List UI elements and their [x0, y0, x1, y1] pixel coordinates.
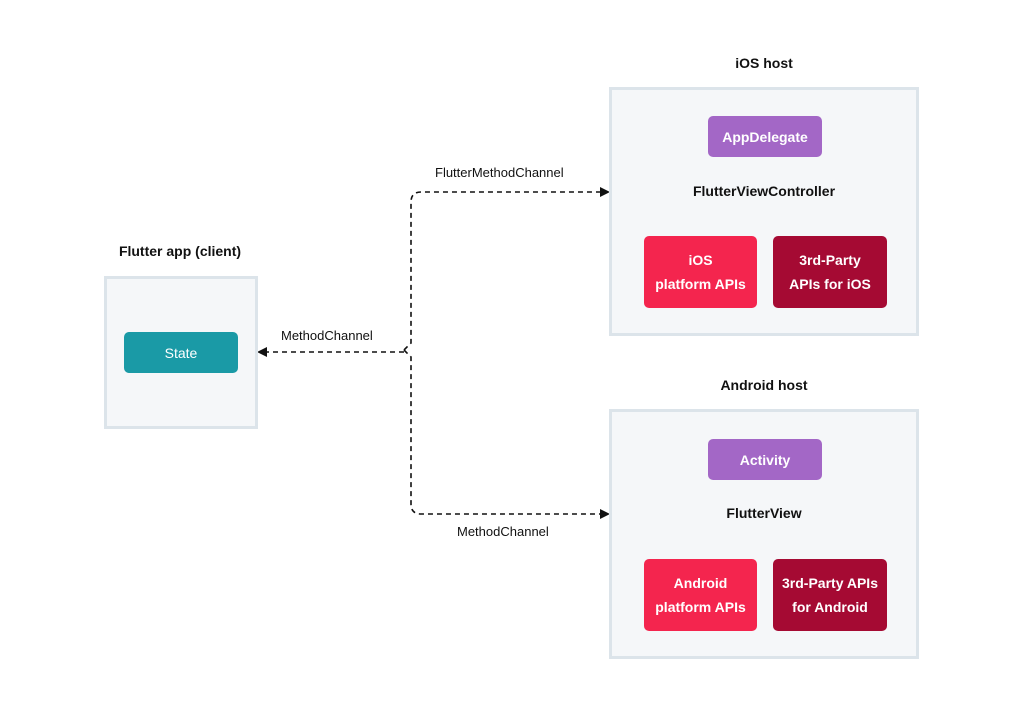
- connector-to-ios: [403, 187, 610, 351]
- ios-third-party-apis-box: 3rd-Party APIs for iOS: [773, 236, 887, 308]
- ios-controller-title: FlutterViewController: [692, 183, 836, 199]
- android-channel-label: MethodChannel: [457, 524, 549, 539]
- android-platform-line2: platform APIs: [655, 599, 746, 615]
- android-host-title: Android host: [720, 377, 808, 393]
- android-platform-line1: Android: [673, 575, 728, 591]
- ios-platform-apis-box: iOS platform APIs: [644, 236, 757, 308]
- ios-third-line1: 3rd-Party: [799, 252, 861, 268]
- android-platform-apis-box: Android platform APIs: [644, 559, 757, 631]
- activity-box: Activity: [708, 439, 822, 480]
- android-third-party-apis-box: 3rd-Party APIs for Android: [773, 559, 887, 631]
- android-controller-title: FlutterView: [726, 505, 802, 521]
- ios-channel-label: FlutterMethodChannel: [435, 165, 564, 180]
- ios-host-title: iOS host: [735, 55, 793, 71]
- ios-platform-line2: platform APIs: [655, 276, 746, 292]
- state-box: State: [124, 332, 238, 373]
- client-title: Flutter app (client): [118, 243, 242, 259]
- android-third-line1: 3rd-Party APIs: [782, 575, 878, 591]
- ios-platform-line1: iOS: [688, 252, 713, 268]
- connector-to-android: [403, 349, 610, 519]
- ios-third-line2: APIs for iOS: [789, 276, 871, 292]
- android-third-line2: for Android: [792, 599, 868, 615]
- client-channel-label: MethodChannel: [281, 328, 373, 343]
- appdelegate-box: AppDelegate: [708, 116, 822, 157]
